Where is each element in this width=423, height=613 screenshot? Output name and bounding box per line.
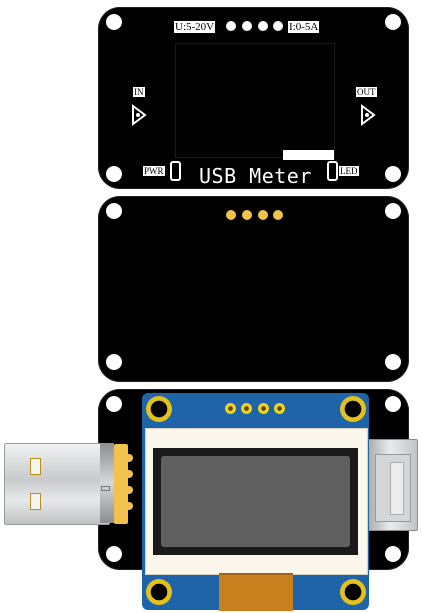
usb-a-plug xyxy=(4,443,110,525)
mounting-hole xyxy=(385,166,401,182)
mounting-hole xyxy=(106,354,122,370)
middle-board xyxy=(98,196,409,382)
header-pin xyxy=(242,21,252,31)
usb-plug-contact xyxy=(30,493,41,510)
mounting-hole xyxy=(106,166,122,182)
mounting-hole xyxy=(106,396,122,412)
oled-mounting-hole xyxy=(340,579,366,605)
mounting-hole xyxy=(385,396,401,412)
usb-plug-slot xyxy=(101,486,110,491)
oled-screen xyxy=(161,456,350,547)
mounting-hole xyxy=(385,203,401,219)
status-led xyxy=(327,161,338,181)
mounting-hole xyxy=(106,14,122,30)
oled-header-pin xyxy=(241,403,252,414)
power-led xyxy=(170,161,181,181)
oled-flex-cable xyxy=(219,573,293,611)
gold-pad xyxy=(226,210,236,220)
input-label: IN xyxy=(133,87,145,97)
output-arrow-icon xyxy=(361,104,376,126)
header-pin xyxy=(226,21,236,31)
gold-pad xyxy=(242,210,252,220)
board-gap xyxy=(98,189,409,196)
oled-header-pin xyxy=(225,403,236,414)
usb-plug-shell-edge xyxy=(100,443,114,523)
oled-mounting-hole xyxy=(340,396,366,422)
usb-plug-solder-tabs xyxy=(114,440,134,528)
mounting-hole xyxy=(385,14,401,30)
board-title: USB Meter xyxy=(199,164,312,188)
usb-receptacle-tongue xyxy=(390,462,404,515)
power-label: PWR xyxy=(143,166,165,176)
header-pin xyxy=(273,21,283,31)
mounting-hole xyxy=(385,354,401,370)
oled-mounting-hole xyxy=(146,396,172,422)
current-range-label: I:0-5A xyxy=(288,21,320,33)
oled-header-pin xyxy=(274,403,285,414)
display-cutout-notch xyxy=(283,150,334,160)
led-label: LED xyxy=(339,166,359,176)
display-cutout xyxy=(176,44,334,157)
usb-plug-contact xyxy=(30,458,41,475)
oled-mounting-hole xyxy=(146,579,172,605)
mounting-hole xyxy=(385,546,401,562)
voltage-range-label: U:5-20V xyxy=(174,21,216,33)
board-gap xyxy=(98,382,409,389)
mounting-hole xyxy=(106,203,122,219)
gold-pad xyxy=(258,210,268,220)
input-arrow-icon xyxy=(132,104,147,126)
header-pin xyxy=(258,21,268,31)
gold-pad xyxy=(273,210,283,220)
oled-header-pin xyxy=(258,403,269,414)
output-label: OUT xyxy=(356,87,377,97)
mounting-hole xyxy=(106,546,122,562)
